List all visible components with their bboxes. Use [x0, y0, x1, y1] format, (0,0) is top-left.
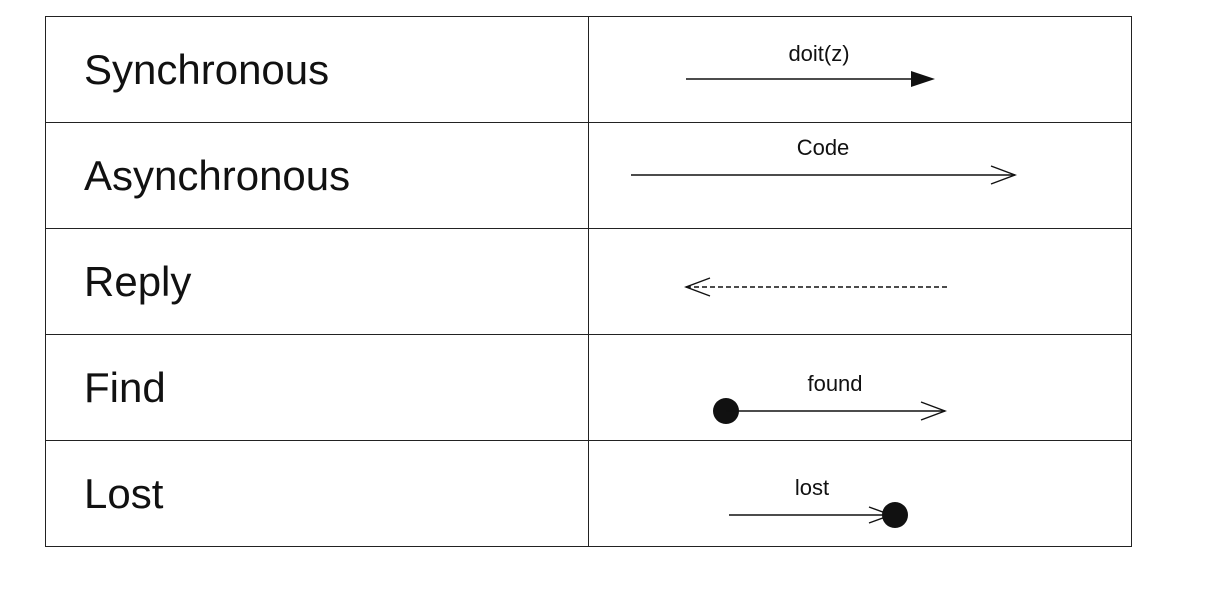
message-type-label: Find	[84, 363, 166, 411]
message-type-label: Synchronous	[84, 45, 330, 93]
open-arrowhead-icon	[990, 165, 1017, 185]
row-synchronous: Synchronous doit(z)	[45, 16, 1132, 123]
row-asynchronous: Asynchronous Code	[45, 122, 1132, 229]
row-reply: Reply	[45, 228, 1132, 335]
message-types-table: Synchronous doit(z) Asynchronous Code	[45, 16, 1132, 547]
row-find: Find found	[45, 334, 1132, 441]
lost-arrow-diagram: lost	[729, 475, 908, 528]
message-type-name: Find	[45, 334, 589, 441]
message-symbol-cell	[588, 228, 1132, 335]
message-type-name: Asynchronous	[45, 122, 589, 229]
open-arrowhead-icon	[920, 401, 947, 421]
asynchronous-arrow-diagram: Code	[631, 135, 1017, 185]
message-type-label: Asynchronous	[84, 151, 351, 199]
message-type-label: Reply	[84, 257, 192, 305]
arrow-label: found	[807, 371, 862, 396]
find-arrow-diagram: found	[713, 371, 947, 424]
message-symbol-cell: lost	[588, 440, 1132, 547]
message-type-name: Reply	[45, 228, 589, 335]
message-type-name: Lost	[45, 440, 589, 547]
message-type-label: Lost	[84, 469, 164, 517]
message-symbol-cell: Code	[588, 122, 1132, 229]
arrow-label: Code	[797, 135, 850, 160]
arrow-label: doit(z)	[788, 41, 849, 66]
row-lost: Lost lost	[45, 440, 1132, 547]
reply-arrow-diagram	[684, 277, 949, 297]
filled-arrowhead-icon	[911, 71, 935, 87]
message-symbol-cell: found	[588, 334, 1132, 441]
arrow-label: lost	[795, 475, 829, 500]
open-arrowhead-left-icon	[684, 277, 711, 297]
message-type-name: Synchronous	[45, 16, 589, 123]
message-symbol-cell: doit(z)	[588, 16, 1132, 123]
synchronous-arrow-diagram: doit(z)	[686, 41, 935, 87]
end-dot-icon	[882, 502, 908, 528]
